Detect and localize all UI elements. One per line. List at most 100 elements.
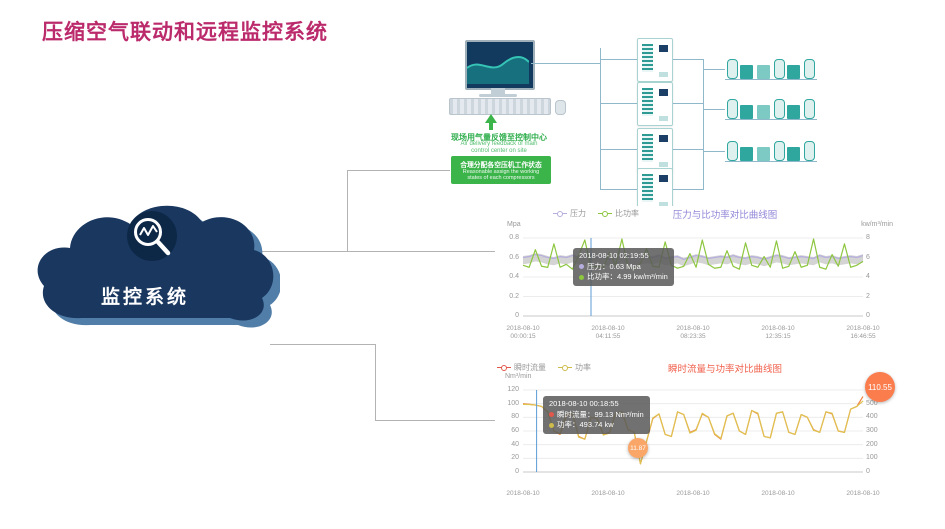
compressor-foot bbox=[659, 72, 668, 77]
equipment-unit bbox=[787, 105, 800, 119]
y2-axis-unit: kw/m³/min bbox=[861, 221, 893, 228]
pipe-line bbox=[600, 189, 637, 190]
tooltip-row: 功率：493.74 kw bbox=[549, 420, 644, 431]
equipment-tank bbox=[774, 141, 785, 161]
max-value-badge: 110.55 bbox=[865, 372, 895, 402]
connector-line bbox=[375, 344, 376, 420]
compressor-vent bbox=[642, 88, 653, 116]
equipment-unit bbox=[787, 147, 800, 161]
equipment-tank bbox=[774, 59, 785, 79]
tooltip-series-dot bbox=[549, 412, 554, 418]
page-title: 压缩空气联动和远程监控系统 bbox=[42, 21, 328, 44]
monitor-base bbox=[479, 94, 517, 97]
equipment-unit bbox=[757, 147, 770, 161]
air-equipment-row bbox=[725, 56, 817, 82]
equipment-base-line bbox=[725, 79, 817, 80]
pipe-line bbox=[671, 103, 703, 104]
feedback-label-cn: 现场用气量反馈至控制中心 bbox=[451, 133, 547, 142]
feedback-label-en: Air delivery feedback of main control ce… bbox=[414, 141, 584, 154]
chart-tooltip: 2018-08-10 02:19:55 压力：0.63 Mpa 比功率：4.99… bbox=[573, 248, 674, 286]
pipe-line bbox=[703, 109, 725, 110]
y-axis-unit: Mpa bbox=[507, 221, 521, 228]
legend-label: 比功率 bbox=[615, 209, 639, 218]
up-arrow-icon bbox=[485, 114, 497, 123]
x-axis-tick: 2018-08-10 bbox=[761, 490, 795, 497]
equipment-tank bbox=[727, 141, 738, 161]
monitoring-cloud: 监控系统 bbox=[30, 192, 282, 342]
compressor-foot bbox=[659, 162, 668, 167]
legend-item-flow[interactable]: 瞬时流量 bbox=[497, 362, 546, 373]
control-computer-screen bbox=[465, 40, 535, 90]
min-value-badge: 11.87 bbox=[628, 438, 648, 458]
legend-marker bbox=[598, 210, 612, 217]
connector-line bbox=[347, 170, 348, 252]
pipe-line bbox=[703, 59, 704, 190]
legend-label: 瞬时流量 bbox=[514, 363, 546, 372]
chart-title: 瞬时流量与功率对比曲线图 bbox=[667, 364, 782, 375]
legend-marker bbox=[558, 364, 572, 371]
tooltip-series-dot bbox=[579, 264, 584, 270]
connector-line bbox=[270, 344, 375, 345]
compressor-vent bbox=[642, 174, 653, 202]
equipment-unit bbox=[757, 105, 770, 119]
pipe-line bbox=[671, 189, 703, 190]
equipment-unit bbox=[757, 65, 770, 79]
tooltip-row: 比功率：4.99 kw/m³/min bbox=[579, 272, 668, 283]
chart-title: 压力与比功率对比曲线图 bbox=[672, 210, 778, 221]
connector-line bbox=[348, 251, 495, 252]
tooltip-value: 压力：0.63 Mpa bbox=[587, 261, 641, 271]
keyboard bbox=[449, 98, 551, 115]
x-axis-labels: 2018-08-10 2018-08-10 2018-08-10 2018-08-10… bbox=[495, 490, 895, 506]
tooltip-time: 2018-08-10 02:19:55 bbox=[579, 251, 649, 260]
up-arrow-stem bbox=[489, 123, 493, 130]
pipe-line bbox=[531, 63, 600, 64]
monitor-stand bbox=[491, 88, 505, 94]
legend-item-specific-power[interactable]: 比功率 bbox=[598, 208, 639, 219]
cloud-graphic bbox=[37, 205, 282, 328]
equipment-unit bbox=[787, 65, 800, 79]
assign-label-cn: 合理分配各空压机工作状态 bbox=[460, 162, 542, 169]
legend-item-power[interactable]: 功率 bbox=[558, 362, 591, 373]
chart-tooltip: 2018-08-10 00:18:55 瞬时流量：99.13 Nm³/min 功… bbox=[543, 396, 650, 434]
compressor-foot bbox=[659, 202, 668, 207]
pipe-line bbox=[671, 59, 703, 60]
pipe-line bbox=[600, 48, 601, 189]
chart-legend: 瞬时流量 功率 bbox=[497, 362, 591, 373]
pipe-line bbox=[600, 103, 637, 104]
magnifier-icon bbox=[127, 211, 177, 261]
air-equipment-row bbox=[725, 96, 817, 122]
compressor-foot bbox=[659, 116, 668, 121]
compressor-panel bbox=[659, 135, 668, 142]
compressor-vent bbox=[642, 134, 653, 162]
tooltip-value: 功率：493.74 kw bbox=[557, 420, 614, 429]
cloud-shape bbox=[37, 205, 274, 321]
tooltip-value: 比功率：4.99 kw/m³/min bbox=[587, 272, 668, 281]
compressor-unit bbox=[637, 168, 673, 212]
compressor-unit bbox=[637, 82, 673, 126]
y-axis-unit: Nm³/min bbox=[505, 373, 532, 380]
equipment-tank bbox=[727, 59, 738, 79]
tooltip-time: 2018-08-10 00:18:55 bbox=[549, 399, 619, 408]
equipment-tank bbox=[804, 141, 815, 161]
compressor-panel bbox=[659, 175, 668, 182]
assign-label-en-line2: states of each compressors bbox=[467, 175, 535, 181]
mouse bbox=[555, 100, 566, 115]
x-axis-tick: 2018-08-10 bbox=[846, 490, 880, 497]
x-axis-tick: 2018-08-10 bbox=[676, 490, 710, 497]
tooltip-value: 瞬时流量：99.13 Nm³/min bbox=[557, 409, 644, 419]
compressor-panel bbox=[659, 45, 668, 52]
legend-item-pressure[interactable]: 压力 bbox=[553, 208, 586, 219]
x-axis-tick: 2018-08-10 bbox=[591, 490, 625, 497]
connector-line bbox=[375, 420, 495, 421]
pressure-chart-plot[interactable] bbox=[495, 232, 895, 324]
equipment-tank bbox=[774, 99, 785, 119]
